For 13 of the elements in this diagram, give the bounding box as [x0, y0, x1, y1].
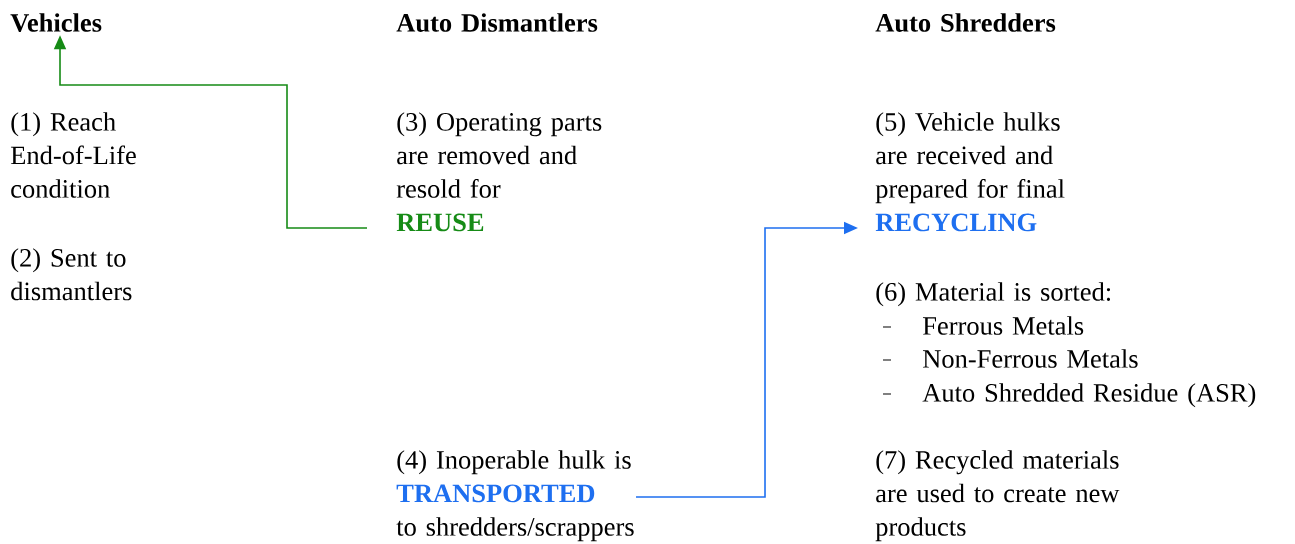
list-item: Non-Ferrous Metals: [882, 349, 1138, 368]
column-heading: Auto Dismantlers: [396, 13, 598, 32]
column-heading: Auto Shredders: [875, 13, 1056, 32]
step-text: (7) Recycled materials are used to create new products: [875, 450, 1120, 542]
step-text: (5) Vehicle hulks are received and prepared for final RECYCLING: [875, 112, 1065, 232]
list-item: Auto Shredded Residue (ASR): [882, 383, 1256, 408]
step-text: (6) Material is sorted:: [876, 282, 1111, 307]
step-text: (4) Inoperable hulk is TRANSPORTED to shredders/scrappers: [396, 450, 634, 542]
step-text: (1) Reach End-of-Life condition: [10, 112, 136, 198]
column-heading: Vehicles: [10, 13, 102, 32]
step-text: (3) Operating parts are removed and resold for REUSE: [396, 112, 602, 232]
step-text: (2) Sent to dismantlers: [11, 248, 132, 301]
list-item: Ferrous Metals: [882, 316, 1084, 335]
